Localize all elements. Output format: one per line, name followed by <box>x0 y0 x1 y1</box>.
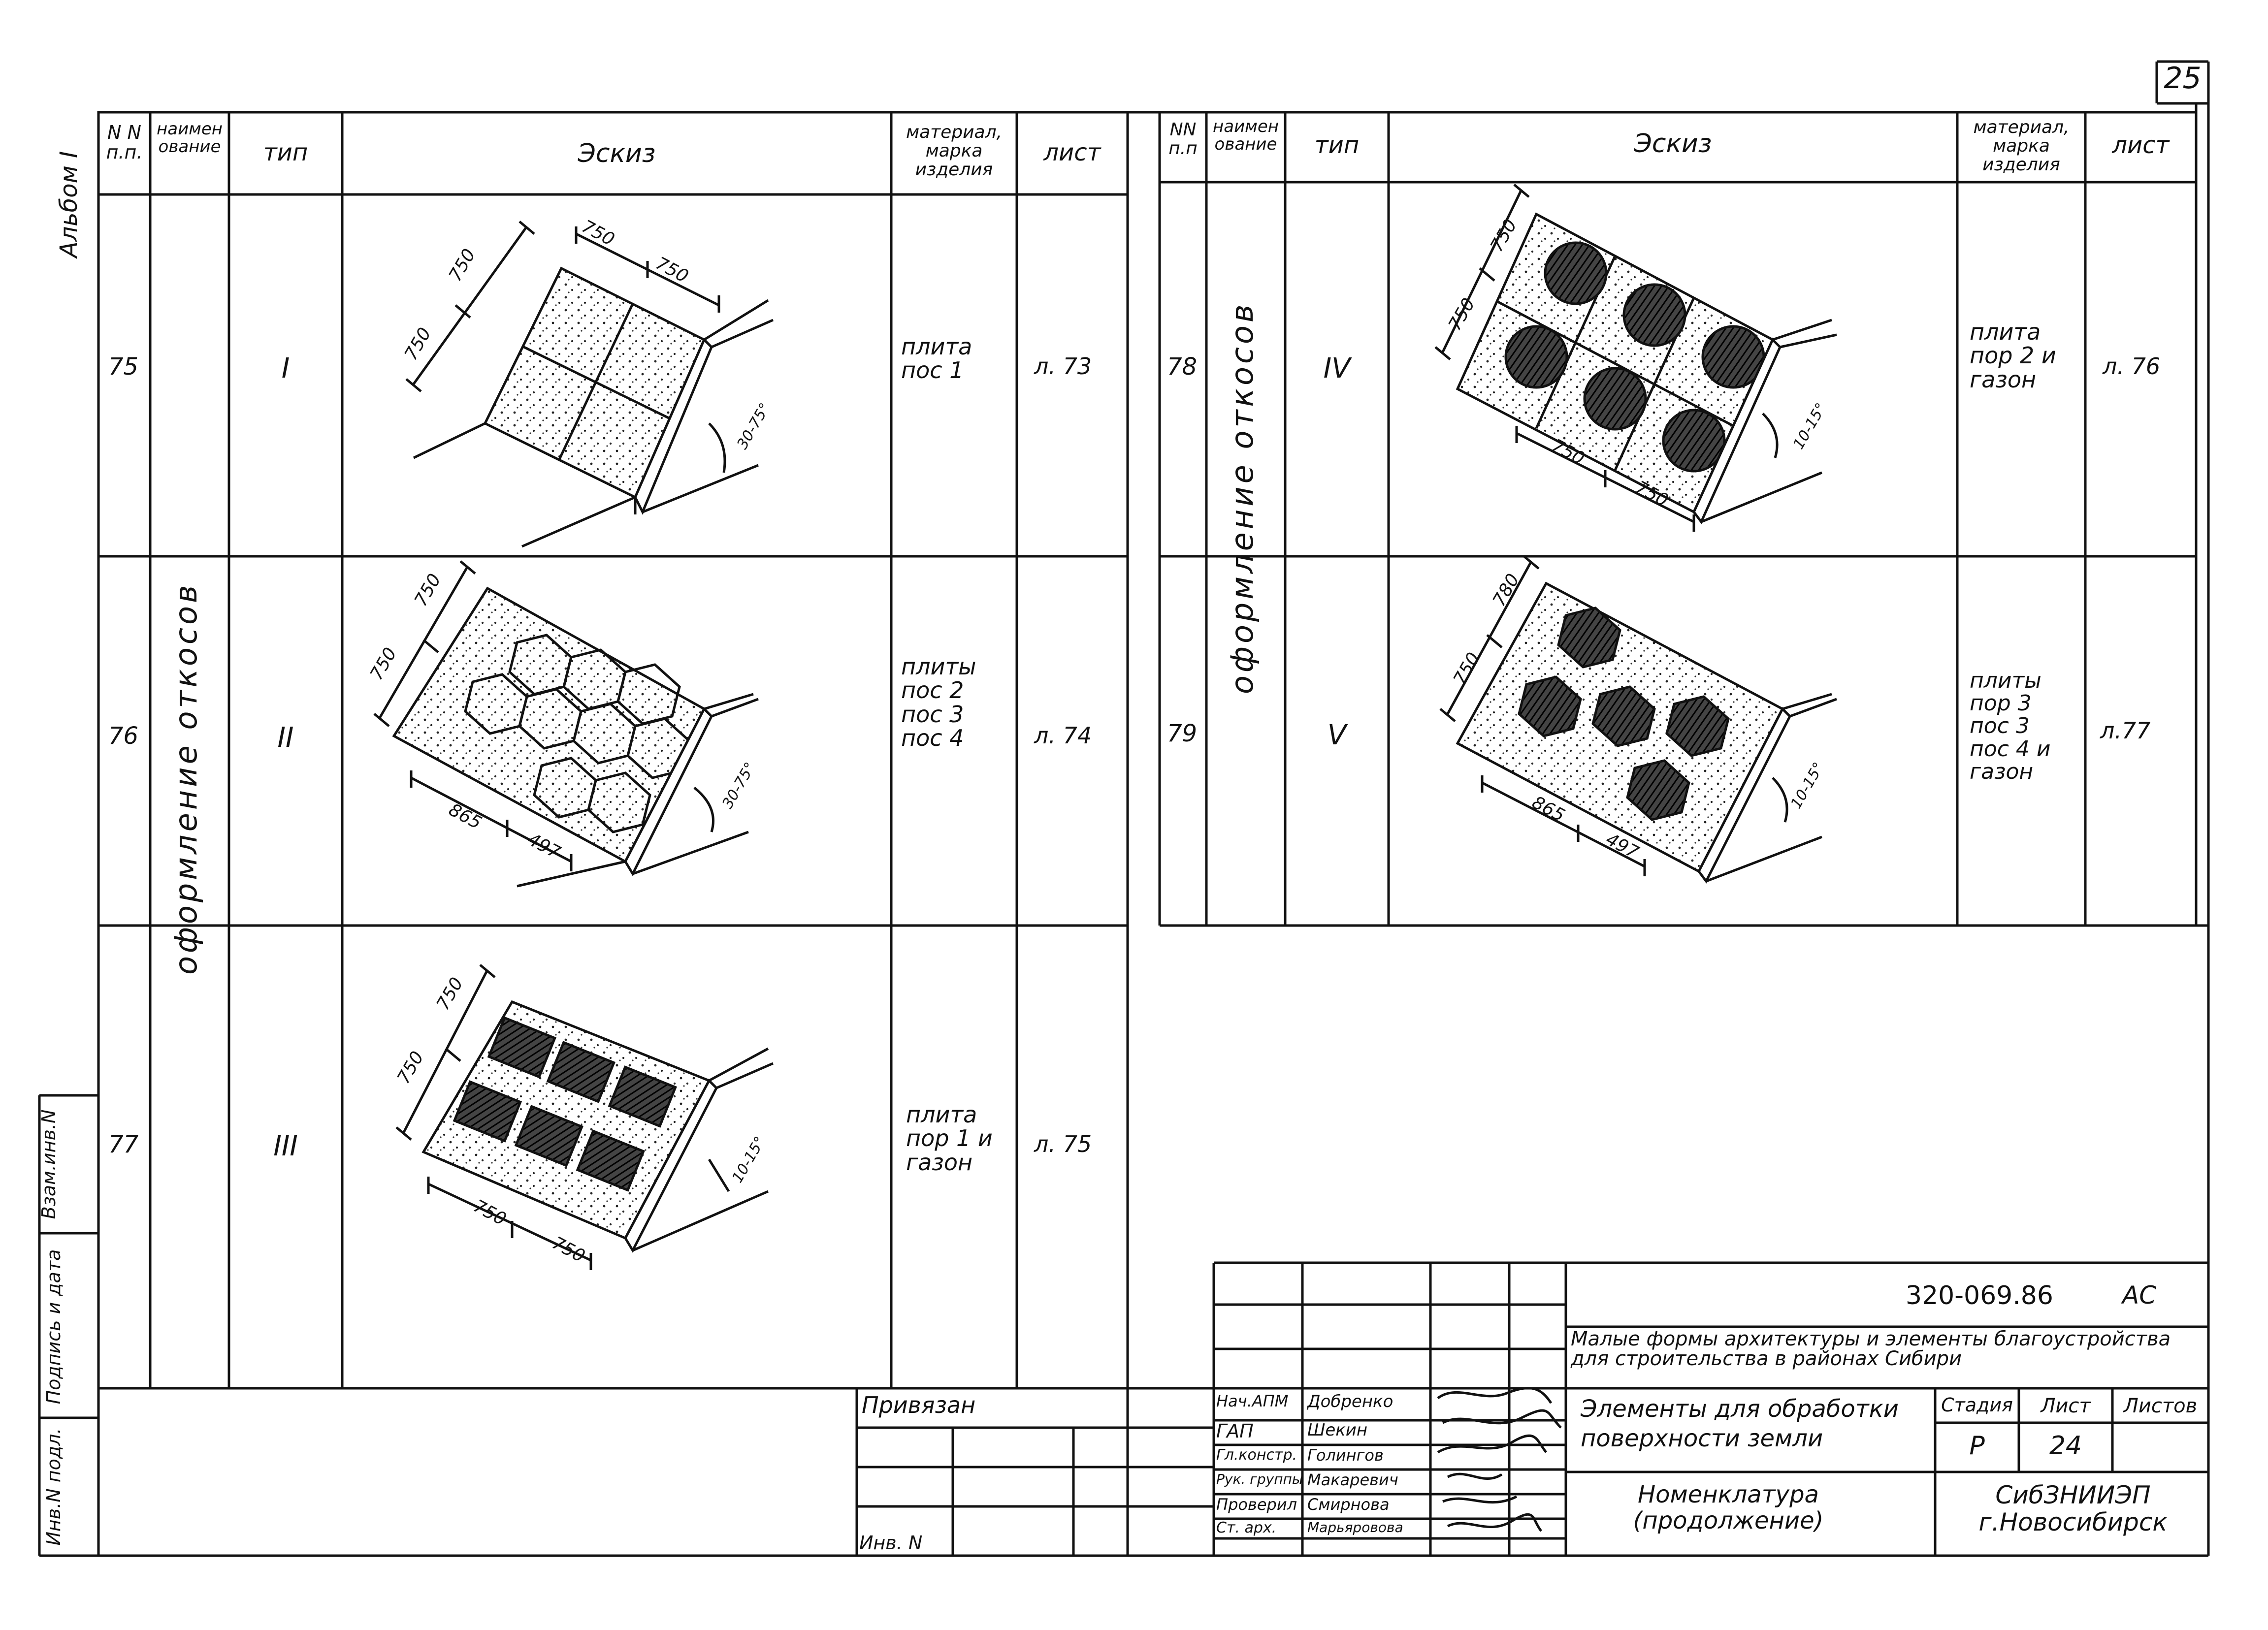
row-77-material: плита пор 1 и газон <box>906 1101 993 1176</box>
right-group-label: оформление откосов <box>1224 301 1260 694</box>
left-header-num: N N п.п. <box>106 122 143 163</box>
doc-code: 320-069.86 <box>1906 1281 2053 1310</box>
row-77-type: III <box>273 1130 298 1162</box>
staff-name-6: Марьяровова <box>1307 1519 1403 1535</box>
sheet-header: Лист <box>2041 1395 2091 1417</box>
row-77-num: 77 <box>108 1131 139 1158</box>
binding-label: Привязан <box>862 1392 976 1418</box>
row-79-type: V <box>1327 719 1347 751</box>
row-78-material: плита пор 2 и газон <box>1970 319 2056 393</box>
row-75-type: I <box>281 352 290 384</box>
drawing-name: Номенклатура (продолжение) <box>1633 1481 1824 1534</box>
row-78-sheet: л. 76 <box>2103 353 2161 380</box>
signatures <box>1437 1387 1562 1532</box>
row-75-material: плита пос 1 <box>901 333 972 384</box>
project-title: Малые формы архитектуры и элементы благо… <box>1571 1328 2171 1370</box>
staff-role-4: Рук. группы <box>1216 1471 1303 1487</box>
sketch-77 <box>395 964 774 1270</box>
right-header-type: тип <box>1314 131 1360 159</box>
row-78-type: IV <box>1323 352 1351 384</box>
row-75-sheet: л. 73 <box>1034 353 1092 380</box>
stage-header: Стадия <box>1941 1394 2013 1416</box>
staff-name-4: Макаревич <box>1307 1470 1398 1489</box>
row-76-material: плиты пос 2 пос 3 пос 4 <box>901 653 976 751</box>
side-stamp-inv-orig: Инв.N подл. <box>43 1428 65 1546</box>
row-79-sheet: л.77 <box>2100 717 2151 744</box>
sheet-value: 24 <box>2049 1431 2082 1461</box>
sheet-title: Элементы для обработки поверхности земли <box>1581 1395 1899 1452</box>
staff-role-1: Нач.АПМ <box>1216 1392 1289 1410</box>
row-77-sheet: л. 75 <box>1034 1131 1092 1157</box>
staff-role-6: Ст. арх. <box>1216 1519 1277 1536</box>
staff-name-2: Шекин <box>1307 1420 1368 1440</box>
left-header-material: материал, марка изделия <box>906 122 1003 180</box>
left-header-name: наименование <box>157 119 223 157</box>
doc-suffix: АС <box>2122 1281 2157 1310</box>
right-header-sketch: Эскиз <box>1634 129 1712 159</box>
binding-inv: Инв. N <box>859 1532 923 1554</box>
left-header-sketch: Эскиз <box>578 139 656 168</box>
row-79-num: 79 <box>1167 720 1198 747</box>
right-header-sheet: лист <box>2112 131 2170 159</box>
side-stamp-sign-date: Подпись и дата <box>43 1249 65 1405</box>
staff-role-5: Проверил <box>1216 1495 1297 1514</box>
sketch-75 <box>405 221 774 548</box>
left-header-sheet: лист <box>1043 139 1101 166</box>
sheet-number: 25 <box>2164 61 2202 96</box>
sketch-79 <box>1439 555 1837 884</box>
row-76-type: II <box>277 722 294 754</box>
left-header-type: тип <box>263 139 308 166</box>
sketch-78 <box>1434 184 1837 532</box>
sketch-76 <box>373 560 759 888</box>
row-76-num: 76 <box>108 722 139 750</box>
sheets-header: Листов <box>2123 1395 2198 1417</box>
staff-role-3: Гл.констр. <box>1216 1446 1297 1464</box>
staff-name-1: Добренко <box>1307 1392 1393 1411</box>
staff-name-5: Смирнова <box>1307 1495 1390 1514</box>
staff-role-2: ГАП <box>1216 1420 1254 1442</box>
right-header-name: наименование <box>1213 117 1279 154</box>
row-78-num: 78 <box>1167 353 1198 381</box>
row-75-num: 75 <box>108 353 139 381</box>
side-stamp-replace-inv: Взам.инв.N <box>38 1109 60 1219</box>
right-header-num: NN п.п <box>1168 120 1198 159</box>
left-group-label: оформление откосов <box>168 582 204 975</box>
staff-name-3: Голингов <box>1307 1446 1384 1465</box>
row-76-sheet: л. 74 <box>1034 722 1092 749</box>
stage-value: Р <box>1969 1431 1985 1461</box>
row-79-material: плиты пор 3 пос 3 пос 4 и газон <box>1970 668 2051 784</box>
right-header-material: материал, марка изделия <box>1973 117 2070 175</box>
album-label: Альбом I <box>55 151 83 258</box>
organization: СибЗНИИЭП г.Новосибирск <box>1978 1481 2168 1536</box>
